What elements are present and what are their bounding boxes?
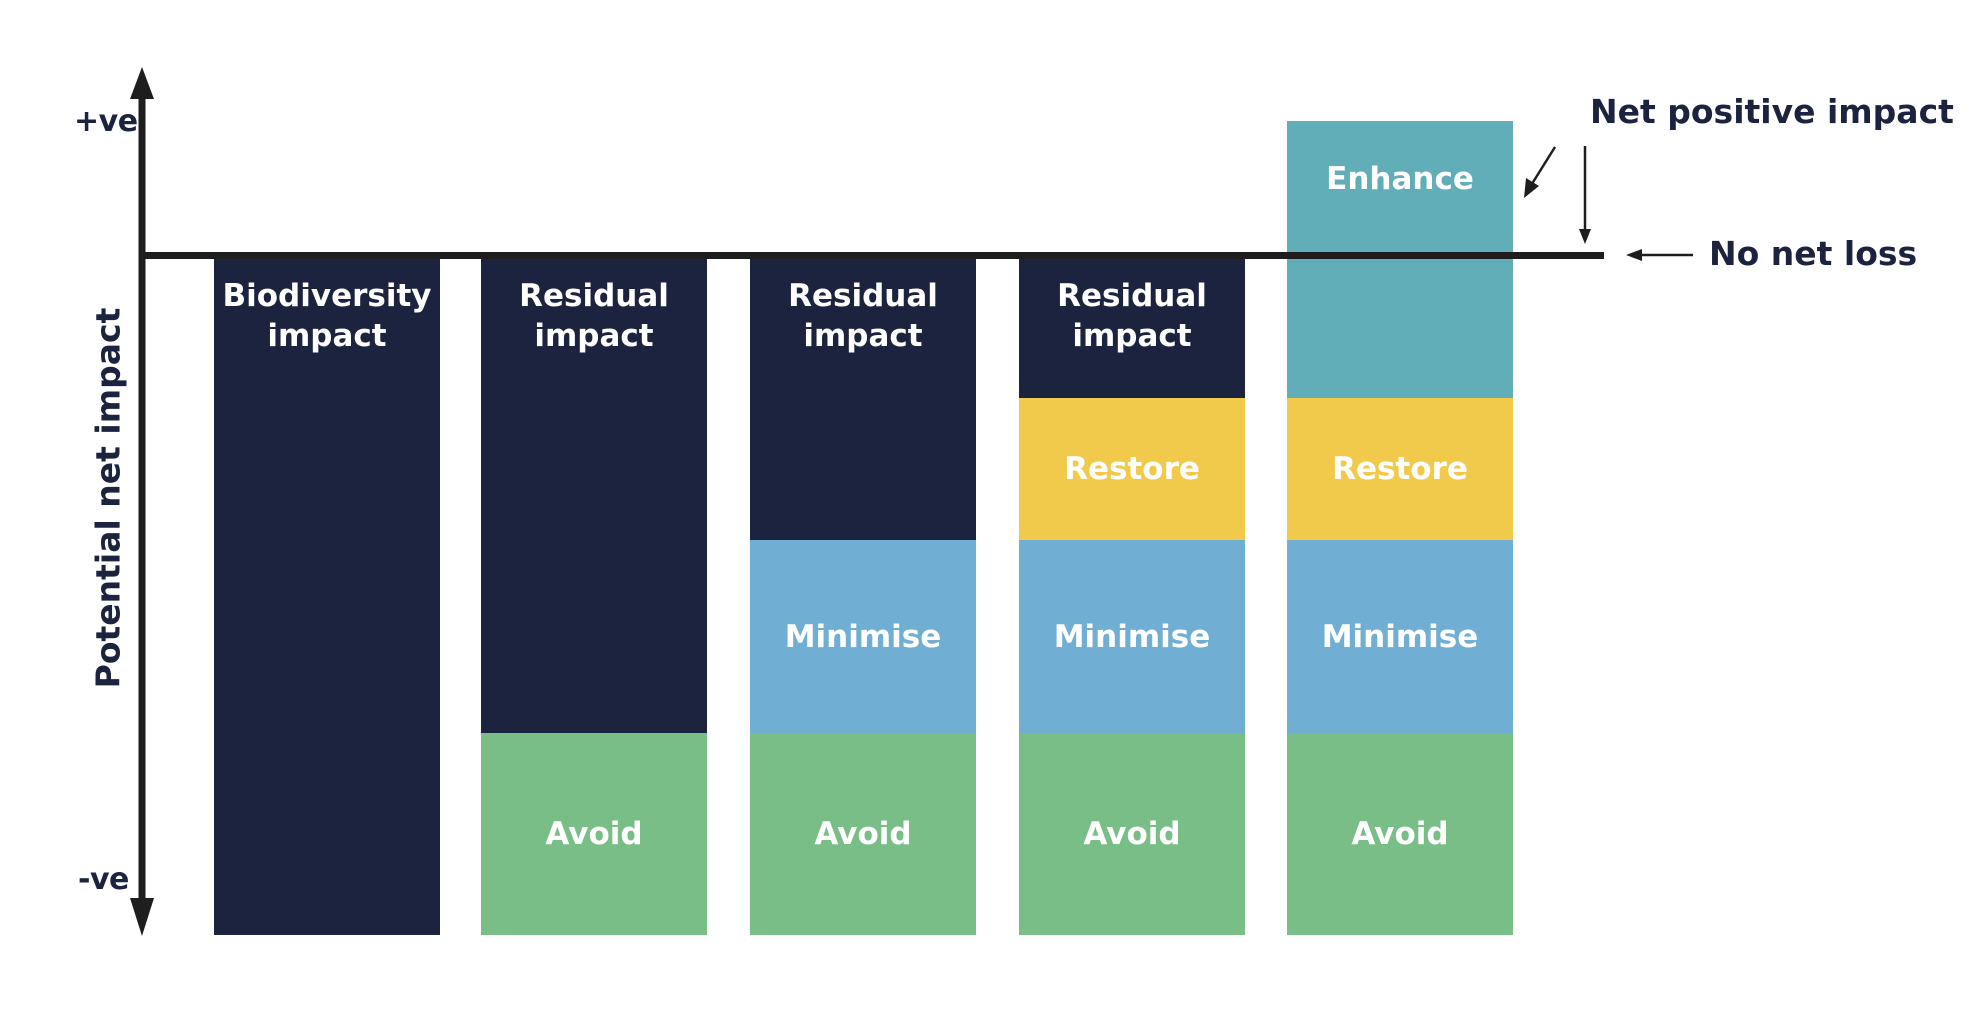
segment-label-line2: impact [1072,318,1192,354]
segment-minimise: Minimise [1287,540,1513,733]
segment-label-line2: impact [534,318,654,354]
no-net-loss-label: No net loss [1709,234,1918,273]
segment-residual-impact: Residual impact [750,258,976,540]
segment-label-line2: impact [803,318,923,354]
segment-label-line1: Residual [788,278,938,314]
bar-residual-after-avoid: Residual impact Avoid [481,258,707,935]
segment-biodiversity-impact: Biodiversity impact [214,258,440,935]
arrow-down-to-baseline-icon [1579,229,1591,244]
y-axis-down-arrow-icon [130,898,154,936]
positive-label: +ve [74,104,138,139]
bar-net-positive: Enhance Restore Minimise Avoid [1287,121,1513,935]
net-positive-impact-label: Net positive impact [1590,92,1954,131]
segment-label-line2: impact [267,318,387,354]
no-net-loss-line [142,252,1604,259]
segment-residual-impact: Residual impact [481,258,707,733]
bar-residual-after-restore: Residual impact Restore Minimise Avoid [1019,258,1245,935]
negative-label: -ve [78,862,129,897]
segment-avoid: Avoid [1019,733,1245,935]
segment-restore: Restore [1287,398,1513,540]
segment-avoid: Avoid [750,733,976,935]
segment-enhance: Enhance [1287,121,1513,398]
y-axis-title: Potential net impact [88,307,128,689]
arrow-to-enhance-icon [1524,178,1539,198]
segment-avoid: Avoid [1287,733,1513,935]
segment-minimise: Minimise [750,540,976,733]
segment-label-line1: Residual [1057,278,1207,314]
segment-residual-impact: Residual impact [1019,258,1245,398]
segment-label-line1: Biodiversity [222,278,432,314]
bar-biodiversity-impact: Biodiversity impact [214,258,440,935]
bar-residual-after-minimise: Residual impact Minimise Avoid [750,258,976,935]
segment-minimise: Minimise [1019,540,1245,733]
arrow-left-to-baseline-icon [1626,249,1642,261]
segment-restore: Restore [1019,398,1245,540]
segment-label-line1: Residual [519,278,669,314]
y-axis-up-arrow-icon [130,67,154,99]
segment-avoid: Avoid [481,733,707,935]
